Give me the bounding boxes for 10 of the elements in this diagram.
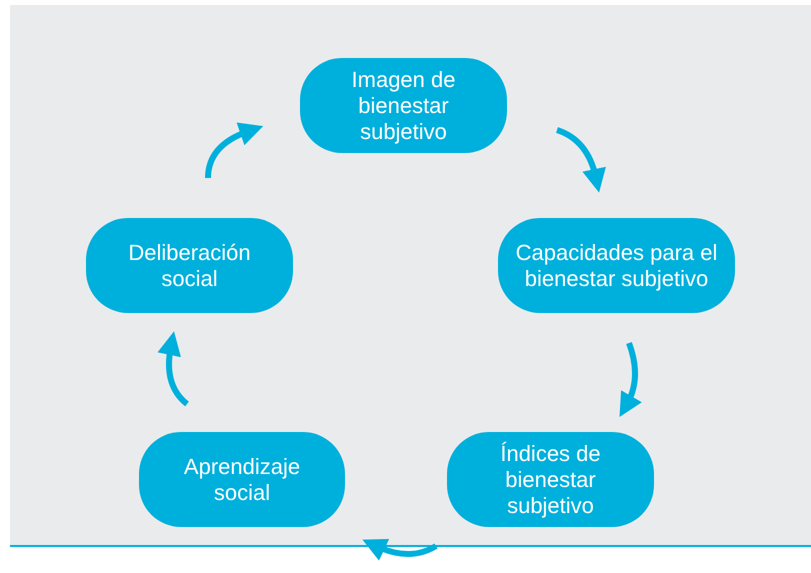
node-label: Capacidades para el bienestar subjetivo (514, 240, 718, 292)
node-label: Deliberación social (127, 240, 252, 292)
curved-arrow (556, 127, 606, 193)
curved-arrow (362, 538, 438, 561)
curved-arrow (158, 331, 189, 406)
node-label: Aprendizaje social (182, 454, 302, 506)
node-label: Índices de bienestar subjetivo (499, 440, 602, 518)
curved-arrow (205, 122, 264, 178)
node-label: Imagen de bienestar subjetivo (350, 66, 456, 144)
curved-arrow (620, 342, 642, 418)
